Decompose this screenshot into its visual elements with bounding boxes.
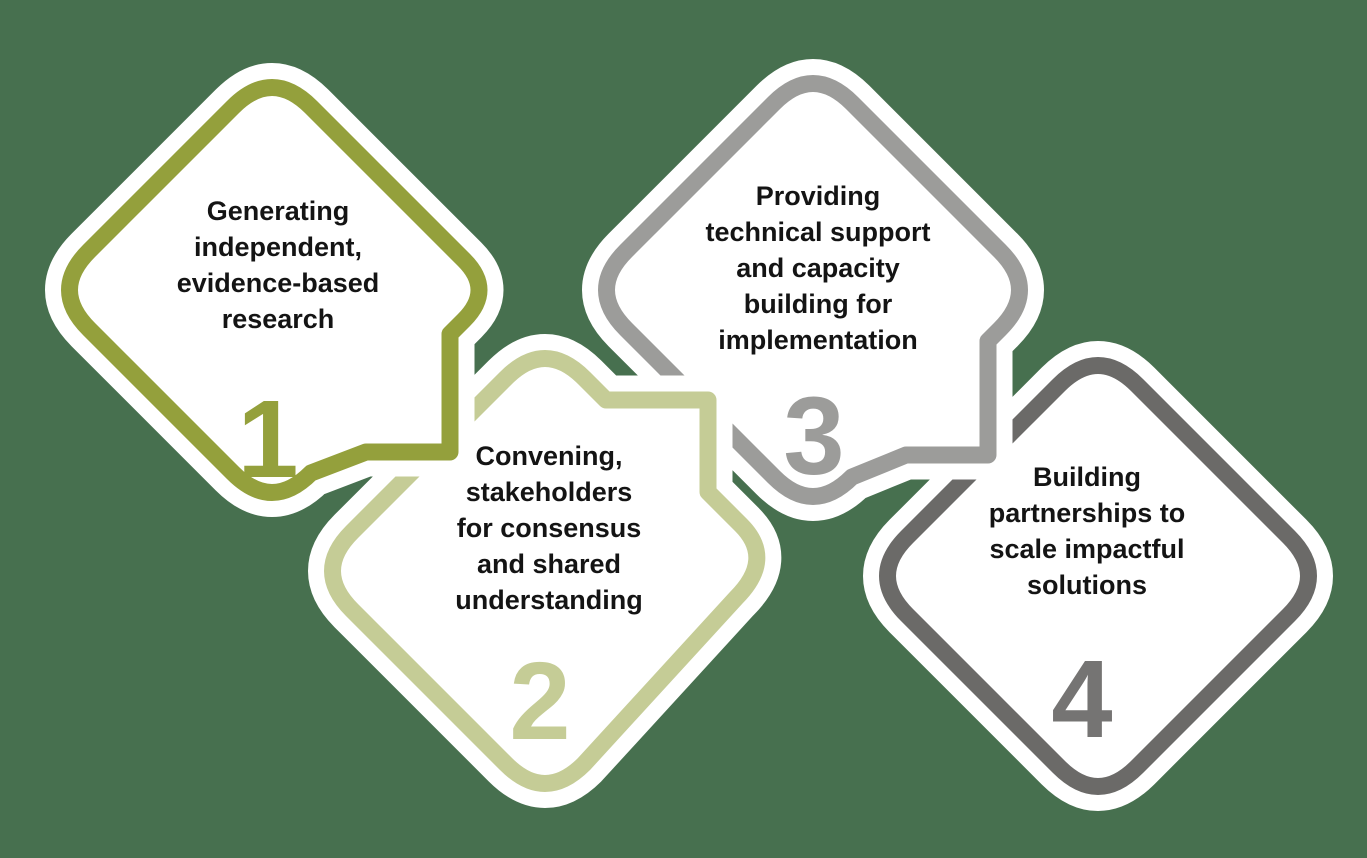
card-4-label: Building partnerships to scale impactful… [988,462,1186,600]
card-3-number: 3 [783,375,845,498]
card-1-number: 1 [237,378,299,501]
card-2-label: Convening, stakeholders for consensus an… [455,441,643,615]
card-4-number: 4 [1051,638,1113,761]
card-1-label: Generating independent, evidence-based r… [176,196,380,334]
diamond-1-outline [61,79,488,501]
card-2-number: 2 [509,640,571,763]
diamond-1 [45,63,504,517]
card-3-label: Providing technical support and capacity… [705,181,931,355]
